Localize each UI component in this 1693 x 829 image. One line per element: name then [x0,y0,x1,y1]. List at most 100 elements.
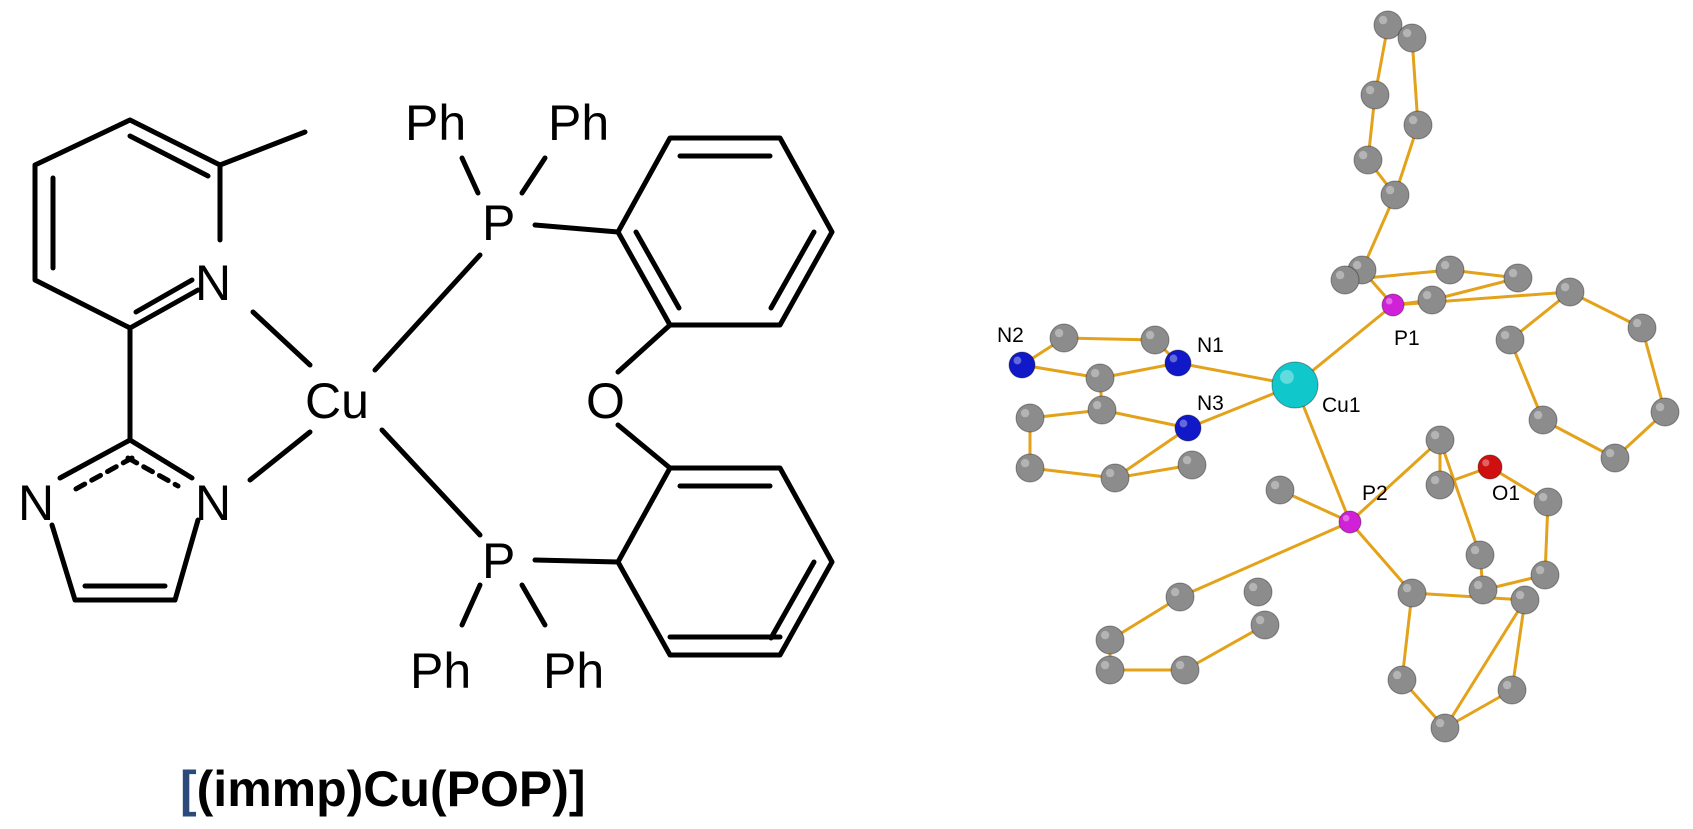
benzene-ring-bottom [615,465,835,658]
carbon-atom [1397,23,1427,53]
nitrogen-atom [1008,351,1036,379]
atom-highlight [1533,410,1543,420]
carbon-atom [1100,463,1130,493]
carbon-atom [1015,403,1045,433]
oxygen-atom [1477,454,1503,480]
carbon-atom [1497,675,1527,705]
nitrogen-atom [1164,349,1192,377]
carbon-atom [1165,582,1195,612]
atom-highlight [1435,718,1445,728]
bond-p-ring-top [532,222,621,235]
crystal-bond [1029,466,1116,480]
carbon-atom [1495,325,1525,355]
atom-label-n-imidazole-right: N [195,475,231,531]
atom-highlight [1182,455,1192,465]
imidazole-dashed-bond-2 [71,455,135,493]
carbon-atom [1387,665,1417,695]
carbon-atom [1373,10,1403,40]
carbon-atom [1049,323,1079,353]
atom-label-cu: Cu [305,373,369,429]
bond-p-ph-bottom-right [519,582,548,628]
crystal-bond [1438,439,1482,556]
crystal-label-n1: N1 [1197,334,1224,357]
carbon-atom [1555,277,1585,307]
bond-p-ph-top-left [459,155,481,196]
caption-open-bracket: [ [180,761,197,817]
caption-text: (immp)Cu(POP) [197,761,569,817]
crystal-label-n3: N3 [1197,392,1224,415]
atom-label-n-imidazole-left: N [18,475,54,531]
atom-highlight [1175,660,1185,670]
atom-highlight [1632,318,1642,328]
carbon-atom [1510,585,1540,615]
carbon-atom [1530,560,1560,590]
crystal-label-p1: P1 [1394,327,1420,350]
copper-atom [1271,361,1319,409]
carbon-atom [1468,575,1498,605]
carbon-atom [1435,255,1465,285]
carbon-atom [1177,450,1207,480]
benzene-top-double-2 [768,229,817,311]
atom-highlight [1535,565,1545,575]
atom-highlight [1482,459,1490,467]
carbon-atom [1095,655,1125,685]
crystal-bond [1640,327,1667,413]
atom-highlight [1092,400,1102,410]
atom-highlight [1440,260,1450,270]
carbon-atom [1170,655,1200,685]
carbon-atom [1380,180,1410,210]
crystal-bond [1184,623,1266,672]
bond-ring-o-top [615,322,673,375]
carbon-atom [1600,443,1630,473]
atom-highlight [1013,356,1022,365]
benzene-ring-top [615,135,835,328]
crystal-labels: N2 N1 N3 Cu1 P1 P2 O1 [997,324,1520,505]
crystal-bond [1508,339,1545,421]
crystal-bond [1063,336,1156,342]
benzene-bottom-double-2 [768,559,817,641]
crystal-atoms [1008,10,1680,743]
bond-cu-p-top [372,252,483,373]
atom-highlight [1378,15,1388,25]
atom-label-p-bottom: P [482,533,515,589]
bond-p-ph-bottom-left [459,582,483,628]
crystal-bond [1101,408,1189,430]
atom-highlight [1402,28,1412,38]
atom-highlight [1100,630,1110,640]
bond-n-cu-top [250,309,313,368]
crystal-label-n2: N2 [997,324,1024,347]
crystal-bond [1410,37,1420,126]
atom-highlight [1385,297,1393,305]
atom-highlight [1335,270,1345,280]
carbon-atom [1403,110,1433,140]
atom-highlight [1502,680,1512,690]
imidazole-dashed-bond-1 [125,455,181,489]
atom-highlight [1100,660,1110,670]
phosphorus-atom [1338,510,1362,534]
atom-highlight [1170,587,1180,597]
carbon-atom [1015,453,1045,483]
crystal-bonds [1021,23,1667,730]
atom-label-p-top: P [482,195,515,251]
atom-highlight [1020,458,1030,468]
crystal-bond [1443,599,1527,729]
carbon-atom [1360,80,1390,110]
atom-highlight [1473,580,1483,590]
carbon-atom [1243,577,1273,607]
caption-close-bracket: ] [569,761,586,817]
carbon-atom [1533,487,1563,517]
carbon-atom [1140,325,1170,355]
carbon-atom [1627,313,1657,343]
carbon-atom [1503,263,1533,293]
crystal-bond [1348,521,1414,594]
carbon-atom [1087,395,1117,425]
atom-highlight [1105,468,1115,478]
crystal-bond [1400,592,1414,681]
atom-highlight [1422,290,1432,300]
group-label-ph-top-left: Ph [405,95,466,151]
atom-highlight [1655,402,1665,412]
crystal-bond [1411,591,1526,602]
atom-label-o: O [586,373,625,429]
atom-highlight [1020,408,1030,418]
atom-highlight [1392,670,1402,680]
